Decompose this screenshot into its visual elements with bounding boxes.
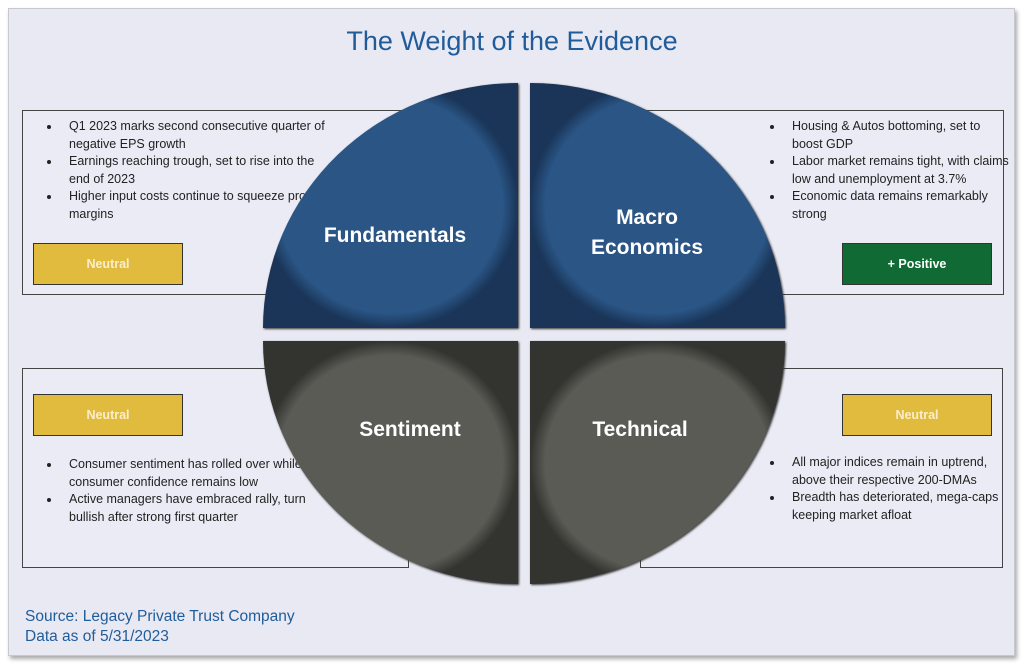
bullet: Economic data remains remarkably strong (784, 188, 1009, 223)
fundamentals-quadrant (263, 83, 518, 328)
source-line: Source: Legacy Private Trust Company (25, 608, 295, 625)
sentiment-label: Sentiment (359, 418, 461, 441)
fundamentals-label: Fundamentals (323, 224, 467, 247)
bullet: All major indices remain in uptrend, abo… (784, 454, 1009, 489)
data-date-line: Data as of 5/31/2023 (25, 628, 169, 645)
source-note: Source: Legacy Private Trust Company Dat… (25, 607, 295, 647)
fundamentals-rating-badge: Neutral (33, 243, 183, 285)
macro-quadrant (530, 83, 785, 328)
macro-rating-badge: + Positive (842, 243, 992, 285)
bullet: Labor market remains tight, with claims … (784, 153, 1009, 188)
bullet: Active managers have embraced rally, tur… (61, 491, 341, 526)
bullet: Breadth has deteriorated, mega-caps keep… (784, 489, 1009, 524)
bullet: Consumer sentiment has rolled over while… (61, 456, 341, 491)
bullet: Higher input costs continue to squeeze p… (61, 188, 331, 223)
page-title: The Weight of the Evidence (346, 26, 678, 56)
bullet: Q1 2023 marks second consecutive quarter… (61, 118, 331, 153)
bullet: Earnings reaching trough, set to rise in… (61, 153, 331, 188)
technical-rating-badge: Neutral (842, 394, 992, 436)
sentiment-rating-badge: Neutral (33, 394, 183, 436)
sentiment-quadrant (263, 341, 518, 584)
bullet: Housing & Autos bottoming, set to boost … (784, 118, 1009, 153)
technical-label: Technical (592, 418, 688, 441)
technical-quadrant (530, 341, 785, 584)
